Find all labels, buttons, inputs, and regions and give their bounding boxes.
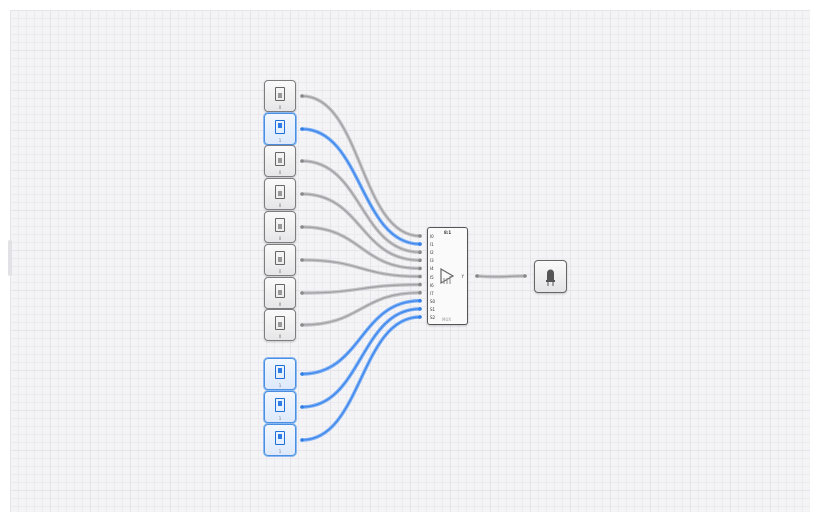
connection-dot: [418, 299, 422, 303]
switch-value: 1: [278, 383, 282, 388]
wire[interactable]: [301, 292, 421, 326]
switch-icon: [275, 431, 285, 445]
input-switch[interactable]: 0: [264, 309, 296, 341]
connection-dot: [300, 291, 304, 295]
switch-value: 0: [278, 334, 282, 339]
wire[interactable]: [301, 128, 421, 245]
connection-dot: [418, 258, 422, 263]
switch-icon: [275, 185, 285, 199]
mux-pin-s1: S1: [430, 306, 436, 312]
mux-pin-s2: S2: [430, 315, 436, 320]
input-switch[interactable]: 0: [264, 277, 296, 309]
switch-icon: [275, 365, 285, 379]
switch-value: 1: [278, 449, 282, 454]
switch-icon: [275, 398, 285, 412]
mux-pin-i5: I5: [430, 274, 434, 280]
input-switch[interactable]: 1: [264, 358, 296, 390]
mux-pin-i2: I2: [430, 250, 434, 256]
connection-dot: [418, 250, 422, 254]
wire[interactable]: [301, 193, 421, 261]
connection-dot: [300, 94, 304, 98]
connection-dot: [418, 266, 422, 271]
wire[interactable]: [301, 95, 421, 237]
connection-dot: [475, 274, 479, 278]
mux-pin-i7: I7: [430, 290, 434, 296]
mux-pin-s0: S0: [430, 298, 436, 304]
connection-dot: [300, 405, 304, 409]
switch-icon: [275, 218, 285, 232]
wire[interactable]: [301, 316, 421, 441]
connection-dot: [300, 192, 304, 196]
switch-icon: [275, 120, 285, 134]
connection-dot: [300, 438, 304, 442]
input-switch[interactable]: 1: [264, 391, 296, 423]
mux-icon: [440, 267, 455, 285]
mux-pin-i4: I4: [430, 266, 434, 272]
input-switch[interactable]: 0: [264, 80, 296, 112]
connection-dot: [300, 372, 304, 376]
mux-pin-i1: I1: [430, 242, 434, 248]
input-switch[interactable]: 0: [264, 178, 296, 210]
input-switch[interactable]: 0: [264, 211, 296, 243]
switch-value: 0: [278, 302, 282, 307]
connection-dot: [418, 307, 422, 311]
mux-pin-i0: I0: [430, 234, 434, 239]
switch-value: 0: [278, 170, 282, 175]
connection-dot: [300, 127, 304, 131]
side-panel-handle[interactable]: [8, 240, 12, 276]
output-led[interactable]: [534, 260, 567, 293]
connection-dot: [418, 282, 422, 287]
switch-value: 0: [278, 203, 282, 208]
switch-icon: [275, 316, 285, 330]
connection-dot: [300, 258, 304, 262]
connection-dot: [418, 274, 422, 279]
mux-name-label: MUX: [442, 317, 452, 322]
input-switch[interactable]: 1: [264, 424, 296, 456]
input-switch[interactable]: 0: [264, 145, 296, 177]
switch-value: 0: [278, 236, 282, 241]
input-switch[interactable]: 0: [264, 244, 296, 276]
mux-pin-i6: I6: [430, 282, 434, 288]
mux-title: 8:1: [444, 230, 452, 235]
connection-dot: [300, 225, 304, 229]
mux-pin-i3: I3: [430, 258, 434, 264]
wire[interactable]: [301, 284, 421, 294]
connection-dot: [418, 315, 422, 319]
switch-value: 1: [278, 138, 282, 143]
led-bulb-icon: [546, 269, 555, 286]
wire[interactable]: [301, 300, 421, 375]
connection-dot: [300, 323, 304, 327]
connection-dot: [418, 234, 422, 238]
switch-icon: [275, 87, 285, 101]
switch-value: 0: [278, 105, 282, 110]
input-switch[interactable]: 1: [264, 113, 296, 145]
wire[interactable]: [476, 275, 526, 278]
switch-icon: [275, 284, 285, 298]
connection-dot: [523, 274, 527, 278]
wire[interactable]: [301, 160, 421, 253]
wire[interactable]: [301, 308, 421, 408]
wire[interactable]: [301, 259, 421, 278]
switch-icon: [275, 152, 285, 166]
switch-icon: [275, 251, 285, 265]
connection-dot: [418, 290, 422, 295]
connection-dot: [418, 242, 422, 246]
wire[interactable]: [301, 226, 421, 269]
connection-dot: [300, 159, 304, 163]
switch-value: 1: [278, 416, 282, 421]
mux-output-label: Y: [461, 274, 464, 279]
switch-value: 0: [278, 269, 282, 274]
